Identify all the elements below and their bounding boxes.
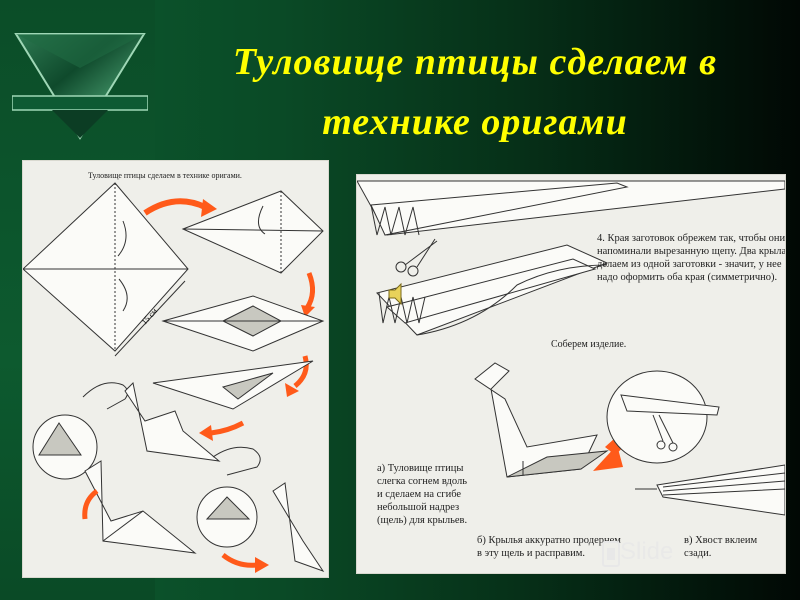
step-arrow-2: [304, 272, 315, 310]
slide-title: Туловище птицы сделаем в технике оригами: [170, 32, 780, 152]
insert-wing-arrow-head: [593, 445, 623, 471]
step-arrow-4: [210, 420, 245, 436]
watermark-text: Slide: [620, 538, 674, 565]
scissors-detail-icon: [652, 414, 678, 452]
step-c-text: в) Хвост вклеим сзади.: [684, 535, 758, 559]
green-triangle-logo-icon: [12, 33, 148, 140]
step-arrow-4-head: [199, 425, 213, 441]
hand-left-icon: [82, 382, 129, 410]
step-a-text: а) Туловище птицы слегка согнем вдоль и …: [377, 463, 468, 526]
title-line-1: Туловище птицы сделаем в: [232, 41, 718, 83]
step-arrow-1: [143, 198, 207, 216]
left-instruction-scan: Туловище птицы сделаем в технике оригами…: [22, 160, 329, 578]
step-arrow-1-head: [201, 199, 217, 217]
step-b-text: б) Крылья аккуратно продернем в эту щель…: [477, 535, 621, 559]
scissors-icon: [395, 238, 438, 277]
assemble-heading: Соберем изделие.: [551, 339, 627, 350]
step-4-text: 4. Края заготовок обрежем так, чтобы они…: [597, 233, 786, 283]
detail-magnifier-circle: [606, 370, 708, 464]
title-line-2: технике оригами: [322, 101, 628, 143]
step-arrow-6: [221, 553, 258, 568]
step-arrow-3-head: [285, 383, 299, 397]
wing-assembly-diagram: [357, 180, 785, 516]
right-instruction-scan: 4. Края заготовок обрежем так, чтобы они…: [356, 174, 786, 574]
slide-logo-icon: [602, 541, 620, 567]
left-scan-caption: Туловище птицы сделаем в технике оригами…: [88, 171, 242, 180]
origami-steps-diagram: 15 см: [23, 182, 325, 573]
step-arrow-3: [293, 355, 309, 388]
audio-speaker-icon[interactable]: [387, 282, 407, 306]
step-arrow-5: [82, 488, 99, 520]
step-arrow-6-head: [255, 557, 269, 573]
hand-right-icon: [212, 446, 261, 476]
